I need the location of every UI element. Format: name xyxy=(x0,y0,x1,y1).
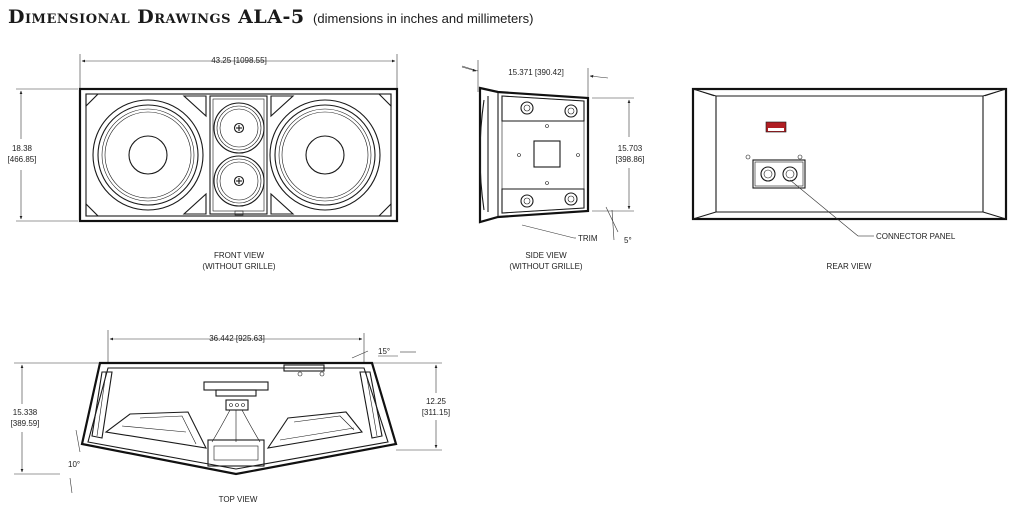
page-title: Dimensional Drawings ALA-5 (dimensions i… xyxy=(8,6,533,32)
front-view-caption-1: FRONT VIEW xyxy=(214,251,265,260)
side-view: 15.371 [390.42] 15.703 [398.86] xyxy=(461,60,645,271)
front-view-caption-2: (WITHOUT GRILLE) xyxy=(202,262,276,271)
front-right-woofer xyxy=(269,99,381,211)
front-mid-driver-bottom xyxy=(213,155,265,207)
side-view-caption-2: (WITHOUT GRILLE) xyxy=(509,262,583,271)
top-angle-15: 15° xyxy=(378,347,390,356)
connector-panel-label: CONNECTOR PANEL xyxy=(876,232,956,241)
top-angle-10: 10° xyxy=(68,460,80,469)
top-view: 36.442 [925.63] 15° 15.338 [389.59] 12.2… xyxy=(11,330,450,504)
front-mid-driver-top xyxy=(213,102,265,154)
top-width-dim: 36.442 [925.63] xyxy=(209,334,265,343)
top-left-dim-2: [389.59] xyxy=(11,419,40,428)
rear-view-caption: REAR VIEW xyxy=(827,262,872,271)
front-height-dim-2: [466.85] xyxy=(8,155,37,164)
side-trim-label: TRIM xyxy=(578,234,598,243)
title-subtitle: (dimensions in inches and millimeters) xyxy=(313,11,534,26)
top-right-dim-1: 12.25 xyxy=(426,397,447,406)
front-left-woofer xyxy=(92,99,204,211)
brand-logo xyxy=(765,121,787,133)
top-left-dim-1: 15.338 xyxy=(13,408,38,417)
front-width-dim: 43.25 [1098.55] xyxy=(211,56,267,65)
rear-view: CONNECTOR PANEL REAR VIEW xyxy=(691,87,1008,271)
top-right-dim-2: [311.15] xyxy=(422,408,450,417)
front-view: 43.25 [1098.55] 18.38 [466.85] xyxy=(8,54,399,271)
side-view-caption-1: SIDE VIEW xyxy=(525,251,567,260)
front-height-dim-1: 18.38 xyxy=(12,144,33,153)
side-height-dim-2: [398.86] xyxy=(616,155,645,164)
side-angle-label: 5° xyxy=(624,236,632,245)
connector-panel xyxy=(745,154,806,189)
title-main: Dimensional Drawings ALA-5 xyxy=(8,6,305,28)
side-depth-dim: 15.371 [390.42] xyxy=(508,68,564,77)
side-height-dim-1: 15.703 xyxy=(618,144,643,153)
top-view-caption: TOP VIEW xyxy=(219,495,258,504)
